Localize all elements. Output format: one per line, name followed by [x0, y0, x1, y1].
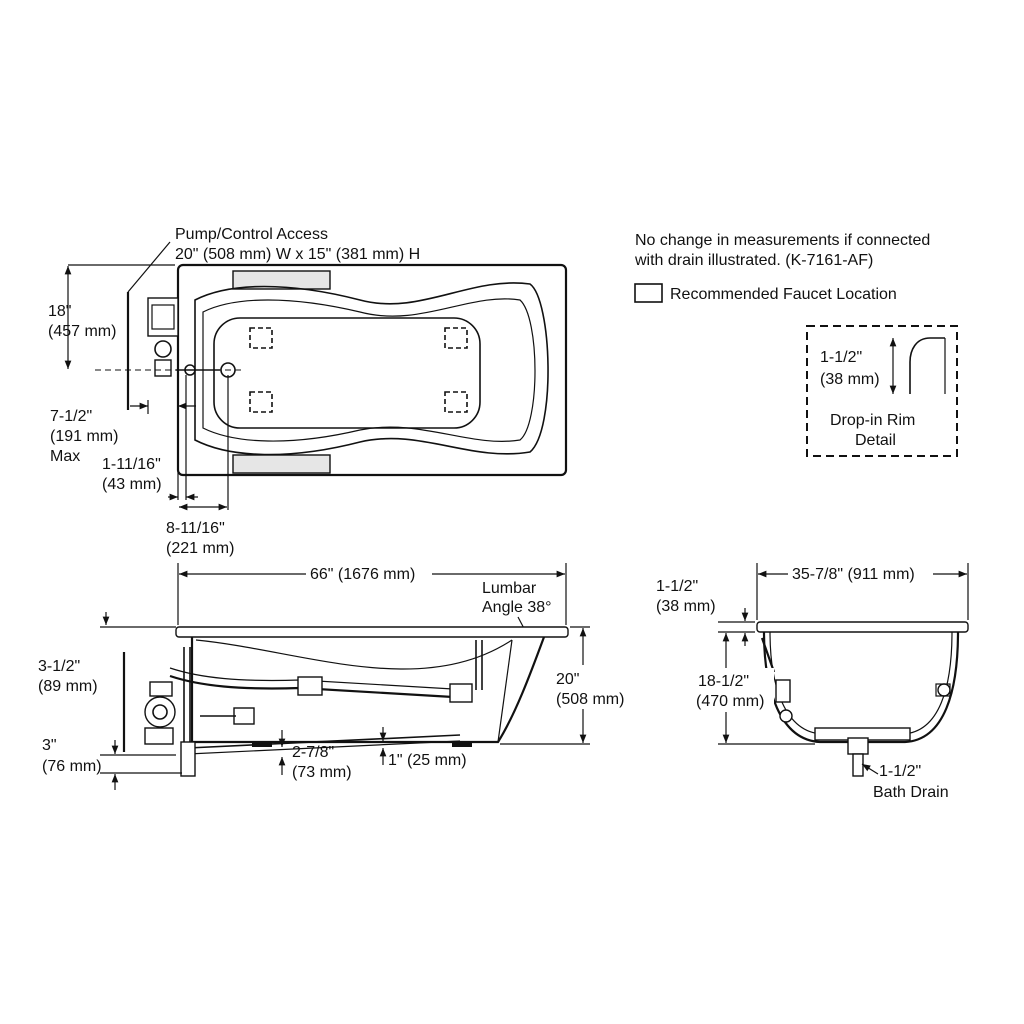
- end-rim-mm: (38 mm): [656, 598, 716, 615]
- dim-712-in: 7-1/2": [50, 408, 92, 425]
- dim-712-max: Max: [50, 448, 80, 465]
- plan-pump-motor-icon: [154, 340, 172, 358]
- plan-rim-outer: [194, 282, 549, 456]
- dim-1812-in: 18-1/2": [698, 673, 749, 690]
- dim-11116-in: 1-11/16": [102, 456, 161, 473]
- rim-detail: 1-1/2" (38 mm) Drop-in Rim Detail: [806, 325, 958, 457]
- rim-detail-in: 1-1/2": [820, 349, 862, 366]
- rim-profile: [909, 337, 945, 394]
- pump-access-title: Pump/Control Access: [175, 226, 328, 243]
- dim-66-text: 66" (1676 mm): [310, 566, 415, 583]
- faucet-legend-box-icon: [634, 283, 663, 303]
- rim-detail-title2: Detail: [855, 432, 896, 449]
- side-drain-outlet: [180, 741, 196, 777]
- lumbar-label-2: Angle 38°: [482, 599, 552, 616]
- plan-basin: [213, 317, 481, 429]
- dim-11116-mm: (43 mm): [102, 476, 162, 493]
- dim-312-mm: (89 mm): [38, 678, 98, 695]
- dim-81116-in: 8-11/16": [166, 520, 225, 537]
- drain-note-line2: with drain illustrated. (K-7161-AF): [634, 252, 873, 269]
- plan-access-panel-top: [232, 270, 331, 290]
- rim-detail-mm: (38 mm): [820, 371, 880, 388]
- side-pipe-fitting-1: [297, 676, 323, 696]
- dim-712-mm: (191 mm): [50, 428, 118, 445]
- plan-view: [95, 263, 568, 477]
- dim-18-in: 18": [48, 303, 71, 320]
- plan-pump-icon: [147, 297, 179, 337]
- end-drain-pipe: [852, 753, 864, 777]
- drain-note-line1: No change in measurements if connected: [635, 232, 930, 249]
- dim-1812-mm: (470 mm): [696, 693, 764, 710]
- dim-3-mm: (76 mm): [42, 758, 102, 775]
- pump-access-leader: [127, 241, 171, 293]
- end-rim: [756, 621, 969, 633]
- end-shell: [762, 631, 960, 744]
- dim-3-in: 3": [42, 737, 57, 754]
- dim-width-text: 35-7/8" (911 mm): [792, 566, 915, 583]
- side-backrest: [195, 639, 513, 670]
- side-view: [144, 626, 569, 777]
- lumbar-label-1: Lumbar: [482, 580, 537, 597]
- bath-drain-in: 1-1/2": [879, 763, 921, 780]
- dim-1-text: 1" (25 mm): [388, 752, 467, 769]
- dim-278-mm: (73 mm): [292, 764, 352, 781]
- plan-rim-inner: [202, 298, 536, 442]
- plan-jets: [249, 327, 468, 413]
- end-rim-in: 1-1/2": [656, 578, 698, 595]
- dim-81116-mm: (221 mm): [166, 540, 234, 557]
- pump-access-size: 20" (508 mm) W x 15" (381 mm) H: [175, 246, 420, 263]
- plan-access-panel-bottom: [232, 454, 331, 474]
- rim-detail-frame: [806, 325, 958, 457]
- end-view: [756, 621, 969, 777]
- rim-detail-title1: Drop-in Rim: [830, 412, 915, 429]
- dim-312-in: 3-1/2": [38, 658, 80, 675]
- dim-20-in: 20": [556, 671, 579, 688]
- dim-278-in: 2-7/8": [292, 744, 334, 761]
- side-pump-icon: [144, 696, 176, 728]
- dim-20-mm: (508 mm): [556, 691, 624, 708]
- dim-18-mm: (457 mm): [48, 323, 116, 340]
- bath-drain-label: Bath Drain: [873, 784, 949, 801]
- side-rim: [175, 626, 569, 638]
- faucet-legend-label: Recommended Faucet Location: [670, 286, 897, 303]
- end-drain-fitting: [847, 737, 869, 755]
- side-drain-pipe: [187, 734, 461, 749]
- side-shell: [190, 636, 546, 744]
- side-pipe: [169, 674, 471, 700]
- side-drain-elbow: [233, 707, 255, 725]
- side-pipe-fitting-2: [449, 683, 473, 703]
